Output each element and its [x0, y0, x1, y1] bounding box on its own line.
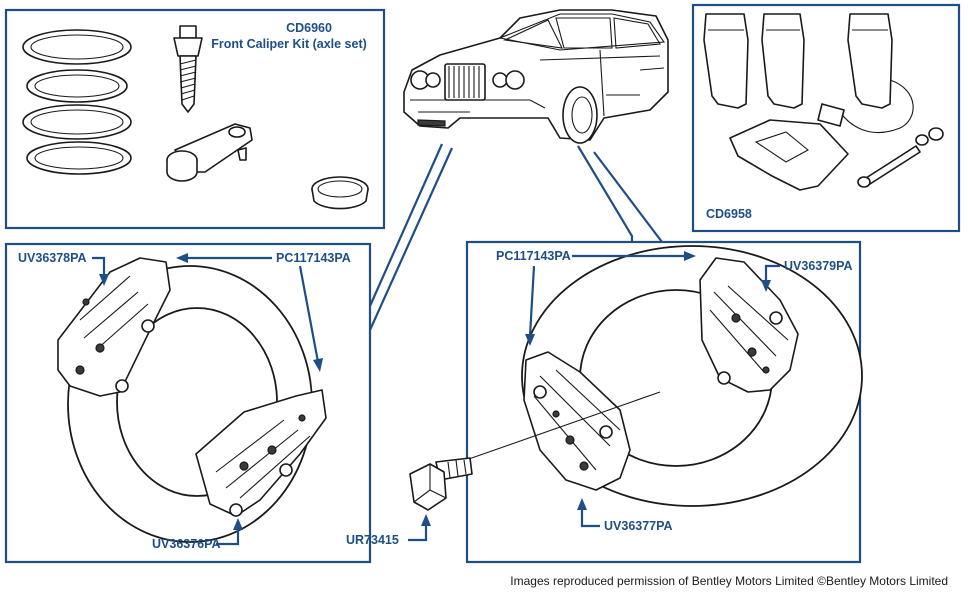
- right-caliper-upper: [699, 257, 799, 393]
- car-illustration: [403, 9, 669, 144]
- right-caliper-upper-label: UV36379PA: [784, 259, 853, 273]
- brake-line-bracket: [166, 123, 253, 182]
- anti-squeal-shim: [729, 119, 849, 191]
- bleed-screw: [173, 25, 203, 113]
- right-caliper-lower-label: UV36377PA: [604, 519, 673, 533]
- mounting-bolt: [409, 391, 661, 511]
- left-caliper-lower: [195, 389, 327, 517]
- left-caliper-lower-label: UV36376PA: [152, 537, 221, 551]
- pad-retaining-pin: [857, 127, 944, 188]
- right-pad-label: PC117143PA: [496, 249, 571, 263]
- brake-pads: [703, 13, 914, 133]
- kit-code-label: CD6960: [286, 21, 332, 35]
- kit-name-label: Front Caliper Kit (axle set): [211, 37, 367, 51]
- left-caliper-upper: [57, 257, 171, 397]
- left-pad-label: PC117143PA: [276, 251, 351, 265]
- dust-cap: [311, 176, 369, 210]
- pad-kit-code-label: CD6958: [706, 207, 752, 221]
- copyright-credit: Images reproduced permission of Bentley …: [510, 574, 948, 588]
- car-to-right-panel-leader: [577, 145, 663, 243]
- bolt-label: UR73415: [346, 533, 399, 547]
- seal-rings: [22, 29, 132, 175]
- left-caliper-upper-label: UV36378PA: [18, 251, 87, 265]
- car-to-left-panel-leader: [368, 143, 454, 331]
